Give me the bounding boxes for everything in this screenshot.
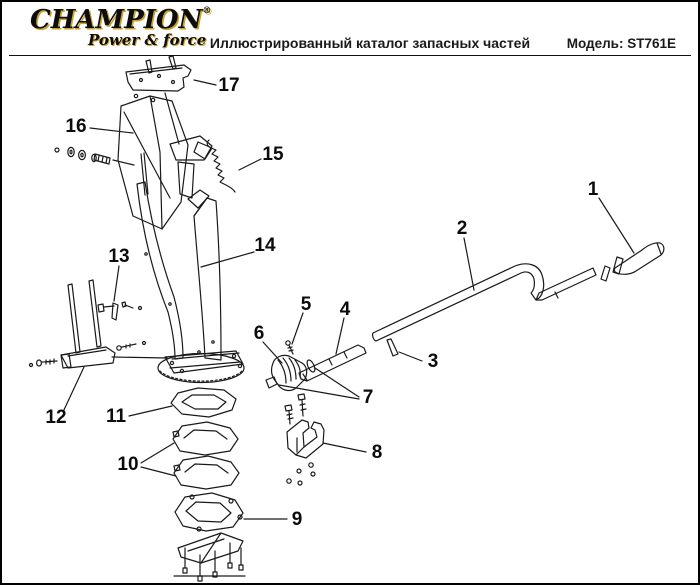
callout-13: 13 — [108, 246, 129, 267]
brand-tagline: Power & force — [88, 31, 207, 49]
callout-7: 7 — [363, 387, 374, 408]
callout-15: 15 — [262, 144, 284, 165]
callout-5: 5 — [301, 294, 312, 315]
part-8-u-bracket — [284, 393, 325, 486]
callout-9: 9 — [292, 509, 303, 530]
assembly-guide-lines — [111, 92, 180, 359]
callout-12: 12 — [45, 407, 66, 428]
registered-mark-icon: ® — [202, 6, 212, 16]
model-label: Модель: ST761E — [566, 36, 676, 51]
callout-8: 8 — [372, 442, 383, 463]
callout-11: 11 — [106, 406, 127, 427]
callout-1: 1 — [588, 179, 599, 200]
deflector-washer-set — [54, 146, 111, 165]
callout-4: 4 — [340, 299, 351, 320]
part-14-chute-column — [136, 181, 245, 384]
callout-numbers: 1 2 3 4 5 6 7 8 9 10 11 12 13 14 15 16 1… — [45, 75, 598, 530]
page-title: Иллюстрированный каталог запасных частей — [209, 35, 531, 51]
callout-17: 17 — [218, 75, 239, 96]
part-1-handle-grip — [600, 242, 665, 282]
part-6-worm-gear — [271, 354, 308, 392]
part-11-ring — [170, 387, 237, 418]
header-divider — [9, 55, 691, 56]
callout-14: 14 — [254, 235, 276, 256]
part-12-rod-bracket — [28, 279, 147, 369]
page-header: CHAMPION® Power & force Иллюстрированный… — [2, 2, 698, 56]
brand-name-text: CHAMPION — [30, 5, 203, 35]
part-10-rings — [172, 421, 240, 490]
mount-frame — [173, 532, 246, 582]
part-13-fasteners — [97, 301, 143, 321]
brand-logo: CHAMPION® Power & force — [30, 7, 220, 48]
callout-6: 6 — [254, 323, 265, 344]
part-3-pin — [386, 338, 399, 357]
leader-lines — [62, 79, 635, 520]
callout-16: 16 — [65, 116, 86, 137]
part-7-washers — [265, 359, 316, 389]
callout-2: 2 — [457, 218, 468, 239]
part-9-ring — [174, 492, 244, 532]
part-17-top-bracket — [125, 55, 192, 103]
callout-10: 10 — [117, 454, 138, 475]
part-15-spring — [206, 139, 236, 193]
part-4-link-tube — [298, 344, 367, 382]
part-2-crank-rod — [372, 263, 597, 342]
brand-name: CHAMPION® — [30, 5, 220, 35]
callout-3: 3 — [428, 351, 439, 372]
part-16-chute-deflector — [117, 95, 213, 230]
part-5-screw — [285, 340, 294, 355]
